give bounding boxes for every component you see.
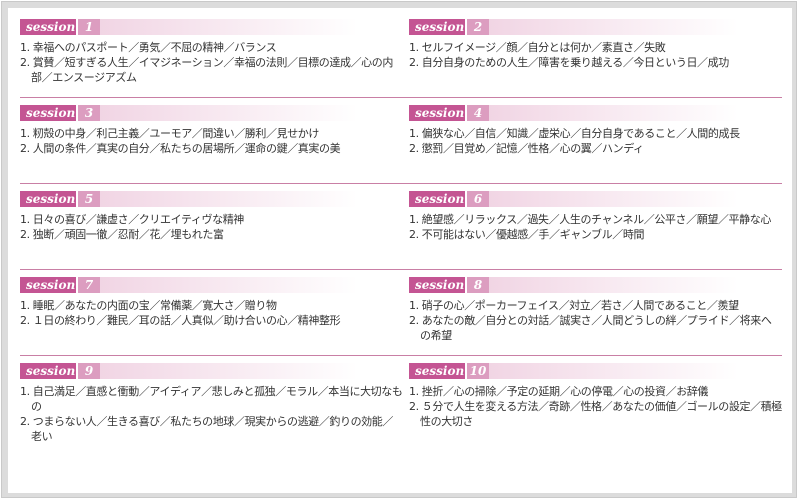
session-number: 3 bbox=[78, 105, 100, 121]
session-header: session 4 bbox=[409, 105, 782, 121]
session-header: session 3 bbox=[20, 105, 403, 121]
session-item: 2. 人間の条件／真実の自分／私たちの居場所／運命の鍵／真実の美 bbox=[20, 142, 341, 155]
session-label: session bbox=[20, 363, 76, 379]
session-label: session bbox=[409, 191, 465, 207]
session-item: 2. 賞賛／短すぎる人生／イマジネーション／幸福の法則／目標の達成／心の内部／エ… bbox=[20, 56, 393, 84]
session-grid: session 1 1. 幸福へのパスポート／勇気／不屈の精神／バランス 2. … bbox=[20, 12, 782, 443]
session-item: 2. 不可能はない／優越感／手／ギャンブル／時間 bbox=[409, 228, 645, 241]
session-number: 2 bbox=[467, 19, 489, 35]
header-gradient bbox=[100, 19, 403, 35]
session-item: 1. 自己満足／直感と衝動／アイディア／悲しみと孤独／モラル／本当に大切なもの bbox=[20, 385, 403, 413]
session-item: 1. 幸福へのパスポート／勇気／不屈の精神／バランス bbox=[20, 41, 277, 54]
session-block: session 8 1. 硝子の心／ポーカーフェイス／対立／若さ／人間であること… bbox=[403, 270, 782, 356]
session-header: session 9 bbox=[20, 363, 403, 379]
session-item: 1. 硝子の心／ポーカーフェイス／対立／若さ／人間であること／羨望 bbox=[409, 299, 739, 312]
session-number: 1 bbox=[78, 19, 100, 35]
session-header: session 6 bbox=[409, 191, 782, 207]
header-gradient bbox=[100, 363, 403, 379]
session-number: 5 bbox=[78, 191, 100, 207]
session-item: 1. 偏狭な心／自信／知識／虚栄心／自分自身であること／人間的成長 bbox=[409, 127, 740, 140]
session-label: session bbox=[409, 363, 465, 379]
session-item: 2. 自分自身のための人生／障害を乗り越える／今日という日／成功 bbox=[409, 56, 729, 69]
session-header: session 2 bbox=[409, 19, 782, 35]
session-item: 1. 挫折／心の掃除／予定の延期／心の停電／心の投資／お辞儀 bbox=[409, 385, 708, 398]
session-label: session bbox=[409, 19, 465, 35]
session-item: 2. 独断／頑固一徹／忍耐／花／埋もれた富 bbox=[20, 228, 224, 241]
session-item: 1. 日々の喜び／謙虚さ／クリエイティヴな精神 bbox=[20, 213, 244, 226]
session-block: session 2 1. セルフイメージ／顔／自分とは何か／素直さ／失敗 2. … bbox=[403, 12, 782, 98]
session-header: session 1 bbox=[20, 19, 403, 35]
session-label: session bbox=[20, 105, 76, 121]
session-item: 1. セルフイメージ／顔／自分とは何か／素直さ／失敗 bbox=[409, 41, 666, 54]
session-card: session 1 1. 幸福へのパスポート／勇気／不屈の精神／バランス 2. … bbox=[8, 8, 792, 493]
session-label: session bbox=[20, 277, 76, 293]
session-number: 10 bbox=[467, 363, 489, 379]
header-gradient bbox=[489, 363, 782, 379]
session-number: 8 bbox=[467, 277, 489, 293]
session-header: session 7 bbox=[20, 277, 403, 293]
session-block: session 9 1. 自己満足／直感と衝動／アイディア／悲しみと孤独／モラル… bbox=[20, 356, 403, 443]
header-gradient bbox=[489, 19, 782, 35]
session-block: session 6 1. 絶望感／リラックス／過失／人生のチャンネル／公平さ／願… bbox=[403, 184, 782, 270]
session-block: session 7 1. 睡眠／あなたの内面の宝／常備薬／寛大さ／贈り物 2. … bbox=[20, 270, 403, 356]
session-label: session bbox=[409, 105, 465, 121]
session-header: session 5 bbox=[20, 191, 403, 207]
session-item: 1. 籾殻の中身／利己主義／ユーモア／間違い／勝利／見せかけ bbox=[20, 127, 319, 140]
session-label: session bbox=[20, 191, 76, 207]
session-header: session 10 bbox=[409, 363, 782, 379]
session-block: session 5 1. 日々の喜び／謙虚さ／クリエイティヴな精神 2. 独断／… bbox=[20, 184, 403, 270]
header-gradient bbox=[100, 191, 403, 207]
session-label: session bbox=[20, 19, 76, 35]
session-number: 4 bbox=[467, 105, 489, 121]
session-item: 2. ５分で人生を変える方法／奇跡／性格／あなたの価値／ゴールの設定／積極性の大… bbox=[409, 400, 782, 428]
session-item: 1. 絶望感／リラックス／過失／人生のチャンネル／公平さ／願望／平静な心 bbox=[409, 213, 771, 226]
session-item: 2. あなたの敵／自分との対話／誠実さ／人間どうしの絆／プライド／将来への希望 bbox=[409, 314, 772, 342]
session-item: 1. 睡眠／あなたの内面の宝／常備薬／寛大さ／贈り物 bbox=[20, 299, 277, 312]
session-block: session 4 1. 偏狭な心／自信／知識／虚栄心／自分自身であること／人間… bbox=[403, 98, 782, 184]
session-number: 7 bbox=[78, 277, 100, 293]
session-item: 2. 懲罰／目覚め／記憶／性格／心の翼／ハンディ bbox=[409, 142, 644, 155]
header-gradient bbox=[489, 277, 782, 293]
header-gradient bbox=[489, 191, 782, 207]
session-header: session 8 bbox=[409, 277, 782, 293]
session-label: session bbox=[409, 277, 465, 293]
session-item: 2. つまらない人／生きる喜び／私たちの地球／現実からの逃避／釣りの効能／老い bbox=[20, 415, 393, 443]
session-block: session 10 1. 挫折／心の掃除／予定の延期／心の停電／心の投資／お辞… bbox=[403, 356, 782, 442]
header-gradient bbox=[489, 105, 782, 121]
session-item: 2. １日の終わり／難民／耳の話／人真似／助け合いの心／精神整形 bbox=[20, 314, 341, 327]
header-gradient bbox=[100, 277, 403, 293]
header-gradient bbox=[100, 105, 403, 121]
session-number: 6 bbox=[467, 191, 489, 207]
session-block: session 1 1. 幸福へのパスポート／勇気／不屈の精神／バランス 2. … bbox=[20, 12, 403, 98]
session-block: session 3 1. 籾殻の中身／利己主義／ユーモア／間違い／勝利／見せかけ… bbox=[20, 98, 403, 184]
session-number: 9 bbox=[78, 363, 100, 379]
